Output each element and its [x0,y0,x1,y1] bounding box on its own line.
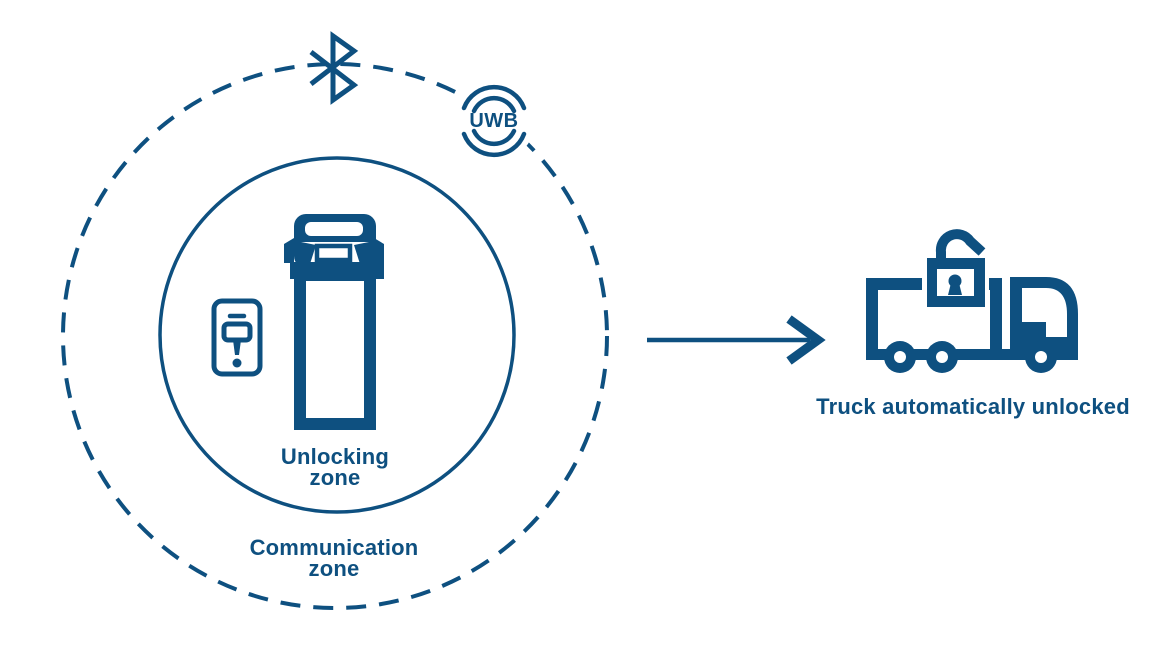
uwb-arc-top-outer [461,84,527,111]
smartphone-key-icon [211,298,263,377]
uwb-arc-bottom-outer [461,131,527,158]
communication-zone-label-line2: zone [308,556,360,581]
wheel-rear-1-hub [894,351,906,363]
uwb-halo [453,80,535,162]
truck-side-chassis [866,349,1078,360]
unlocking-zone-circle [158,156,516,514]
truck-top-pillar-right [354,242,369,264]
padlock-keyhole-stem [948,283,962,295]
uwb-arc-bottom-inner [471,128,517,147]
key-head [221,321,253,343]
truck-side-icon [866,229,1078,373]
truck-top-view-icon [284,214,384,430]
communication-zone-circle [61,62,609,610]
cab-back-edge [1010,277,1022,359]
truck-top-mirror-right [374,238,384,263]
key-stem [233,340,241,355]
truck-top-mirror-left [284,238,294,263]
communication-zone-label-line1: Communication [249,535,419,560]
arrow-right-icon [647,315,826,365]
bluetooth-icon [309,31,359,105]
truck-top-dashboard [314,243,353,263]
uwb-arc-top-inner [471,95,517,114]
smartphone-home-dot [232,358,242,368]
trailer-left-edge [866,278,878,360]
unlocking-zone-label-line1: Unlocking [280,444,390,469]
communication-zone-label: Communication zone [234,535,434,581]
uwb-waves-icon [461,84,527,158]
cab-outline [1022,277,1078,359]
truck-top-roof-window [305,222,363,236]
unlocking-zone-label: Unlocking zone [235,444,435,490]
unlocking-zone-label-line2: zone [309,465,361,490]
wheel-rear-2-hub [936,351,948,363]
wheel-front-hub [1035,351,1047,363]
truck-top-pillar-left [301,242,316,264]
truck-top-trailer [294,269,376,430]
result-label: Truck automatically unlocked [816,394,1130,419]
uwb-label: UWB [469,110,519,132]
arrow-head [786,315,826,365]
trailer-right-edge [990,278,1002,360]
padlock-open-icon [927,229,986,307]
trailer-top-edge [866,278,922,290]
padlock-shackle [935,229,986,258]
